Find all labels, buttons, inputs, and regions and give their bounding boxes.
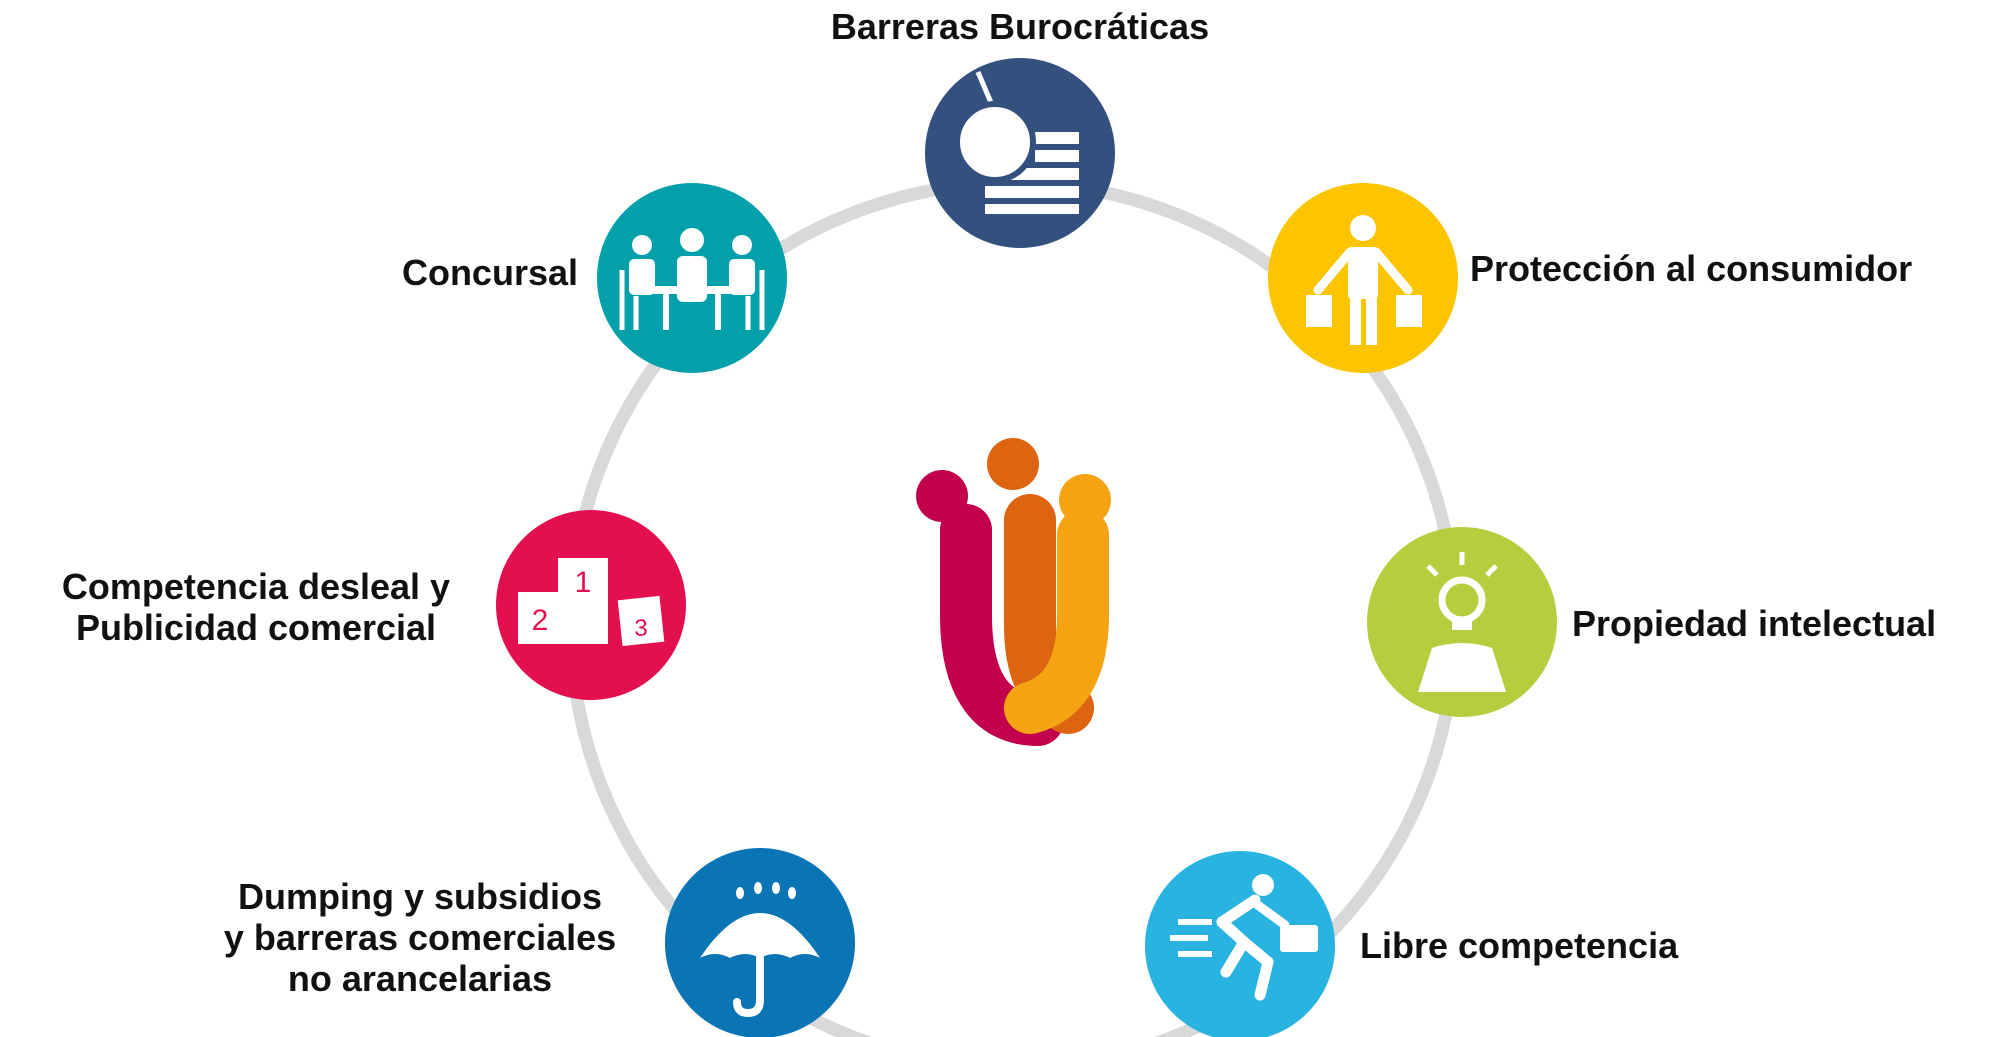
node-barreras — [925, 58, 1115, 248]
meeting-table-icon — [619, 228, 765, 330]
node-proteccion — [1268, 183, 1458, 373]
running-businessman-icon — [1170, 874, 1318, 1001]
svg-text:1: 1 — [575, 566, 592, 599]
podium-icon: 1 2 3 — [518, 558, 665, 647]
node-libre — [1145, 851, 1335, 1037]
node-concursal — [597, 183, 787, 373]
node-competencia: 1 2 3 — [496, 510, 686, 700]
label-propiedad-line: Propiedad intelectual — [1572, 603, 1937, 644]
label-barreras: Barreras Burocráticas — [770, 6, 1270, 47]
label-competencia: Competencia desleal y Publicidad comerci… — [16, 566, 496, 648]
svg-text:2: 2 — [532, 604, 549, 637]
label-proteccion: Protección al consumidor — [1470, 248, 1912, 289]
node-propiedad — [1367, 527, 1557, 717]
wrecking-ball-wall-icon — [954, 71, 1079, 214]
label-libre-line: Libre competencia — [1360, 925, 1679, 966]
label-dumping: Dumping y subsidios y barreras comercial… — [180, 876, 660, 999]
umbrella-rain-icon — [700, 882, 820, 1018]
label-competencia-line-1: Competencia desleal y — [61, 566, 451, 607]
label-dumping-line-3: no arancelarias — [287, 958, 553, 999]
label-concursal-line: Concursal — [401, 252, 578, 293]
shopper-bags-icon — [1306, 215, 1422, 345]
label-libre: Libre competencia — [1360, 925, 1678, 966]
node-dumping — [665, 848, 855, 1037]
label-dumping-line-1: Dumping y subsidios — [237, 876, 603, 917]
institution-logo — [916, 438, 1111, 746]
label-competencia-line-2: Publicidad comercial — [75, 607, 437, 648]
label-propiedad: Propiedad intelectual — [1572, 603, 1936, 644]
svg-text:3: 3 — [634, 615, 647, 642]
label-dumping-line-2: y barreras comerciales — [223, 917, 617, 958]
label-concursal: Concursal — [300, 252, 578, 293]
lightbulb-person-icon — [1418, 552, 1506, 692]
label-proteccion-line: Protección al consumidor — [1470, 248, 1913, 289]
label-barreras-line: Barreras Burocráticas — [830, 6, 1210, 47]
